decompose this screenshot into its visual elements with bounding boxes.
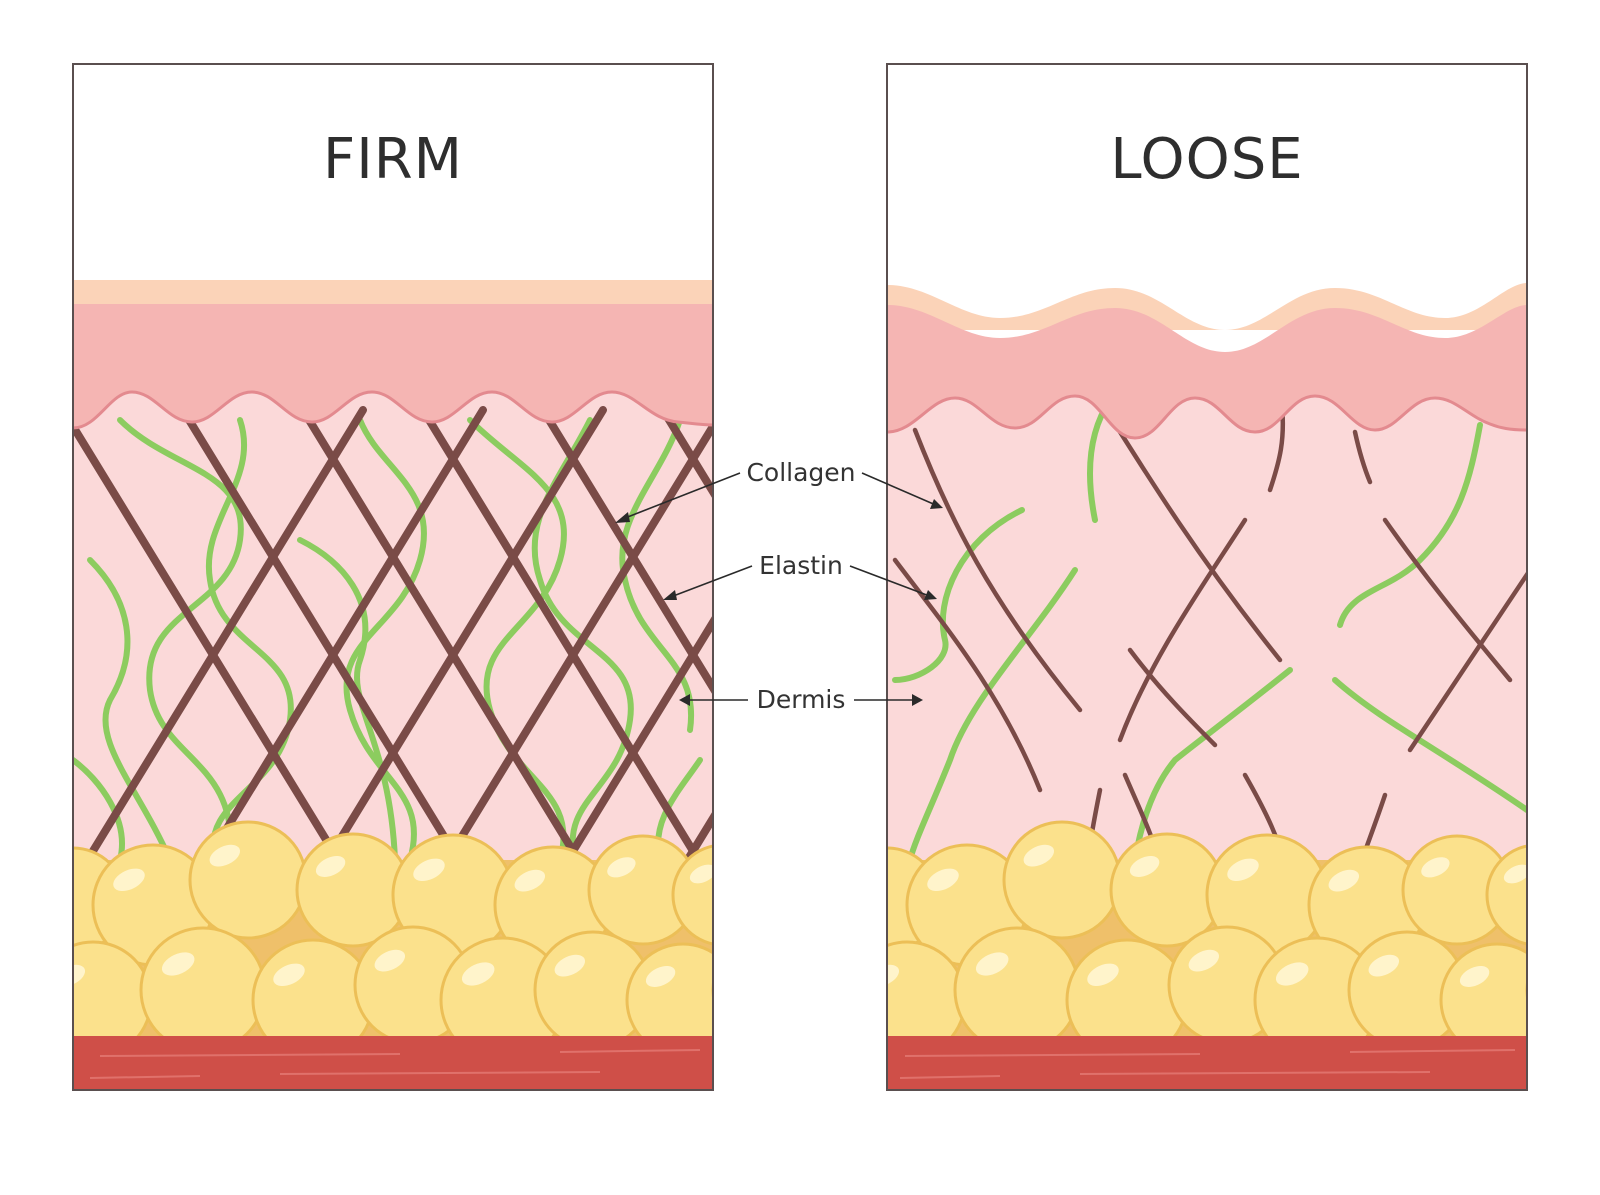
fat-cell-highlight (849, 864, 882, 891)
fat-cell (953, 926, 1081, 1054)
elastin-fiber (73, 757, 125, 863)
fat-cell-highlight (645, 965, 676, 987)
collagen-arrowhead-left (615, 512, 630, 523)
collagen-fiber (1407, 570, 1527, 753)
fat-cell-highlight (727, 956, 759, 982)
collagen-arrowhead-right (930, 499, 943, 509)
dermis-arrowhead-right (912, 694, 923, 706)
fat-cell (711, 977, 713, 1003)
fat-cell-highlight (315, 855, 346, 877)
firm-fat-cells (35, 820, 759, 1064)
collagen-fiber (1352, 429, 1373, 485)
fat-cell-highlight (607, 857, 636, 878)
elastin-arrowhead-right (924, 590, 937, 600)
fat-cell-highlight (1459, 965, 1490, 987)
dermis-label: Dermis (757, 685, 846, 714)
loose-fat-cells (849, 820, 1573, 1064)
elastin-fiber (892, 507, 1025, 683)
firm-muscle-streaks (89, 1049, 701, 1079)
elastin-pointer-right (849, 565, 933, 598)
elastin-fiber (467, 417, 567, 863)
firm-panel-border (72, 63, 714, 1091)
fat-cell (1485, 844, 1527, 946)
collagen-pointer-right (861, 472, 939, 507)
fat-cell-highlight (374, 949, 406, 972)
fat-cell-highlight (1129, 855, 1160, 877)
callout-annotations: Collagen Elastin Dermis (615, 458, 943, 714)
collagen-pointer-left (619, 472, 741, 521)
collagen-fiber (179, 406, 487, 904)
fat-cell-highlight (35, 864, 68, 891)
fat-cell-highlight (1023, 844, 1055, 867)
fat-cell-highlight (1275, 962, 1309, 986)
collagen-fiber (912, 427, 1083, 713)
fat-cell (139, 926, 267, 1054)
fat-cell-highlight (514, 869, 546, 892)
collagen-fiber (539, 614, 713, 904)
fat-cell-highlight (1328, 869, 1360, 892)
fat-cell (1002, 820, 1122, 940)
collagen-fiber (299, 406, 607, 904)
collagen-fiber (419, 418, 713, 904)
fat-cell-highlight (73, 964, 86, 987)
firm-muscle-layer (73, 1036, 713, 1090)
collagen-fiber (1117, 517, 1248, 743)
firm-title: FIRM (323, 127, 463, 192)
elastin-fiber (1337, 422, 1483, 628)
loose-title: LOOSE (1110, 127, 1303, 192)
firm-dermal-junction (73, 390, 713, 430)
firm-stratum-corneum (73, 280, 713, 306)
elastin-fiber (205, 417, 294, 863)
elastin-fiber (907, 567, 1078, 863)
loose-muscle-layer (887, 1036, 1527, 1090)
elastin-fiber (619, 417, 695, 733)
fat-cell-highlight (1188, 949, 1220, 972)
fat-cell-highlight (975, 952, 1009, 976)
fat-cell-highlight (1087, 963, 1119, 987)
loose-dermis-layer (887, 380, 1527, 900)
fat-cell (1525, 977, 1527, 1003)
elastin-fiber (1332, 677, 1527, 813)
elastin-pointer-left (667, 565, 753, 599)
elastin-arrowhead-left (663, 590, 677, 600)
fat-cell (671, 844, 713, 946)
fat-cell-highlight (689, 864, 713, 884)
loose-muscle-streaks (899, 1049, 1516, 1079)
collagen-label: Collagen (746, 458, 855, 487)
fat-cell-highlight (461, 962, 495, 986)
fat-cell-highlight (273, 963, 305, 987)
fat-cell-highlight (161, 952, 195, 976)
fat-cell-highlight (1368, 954, 1400, 977)
fat-cell-highlight (1541, 956, 1573, 982)
collagen-fiber (73, 406, 367, 892)
loose-panel-border (886, 63, 1528, 1091)
fat-cell-highlight (554, 954, 586, 977)
elastin-fiber (87, 557, 173, 863)
elastin-fiber (1132, 667, 1293, 863)
fat-cell (188, 820, 308, 940)
loose-epidermis-layer (887, 305, 1527, 438)
dermis-arrowhead-left (679, 694, 690, 706)
loose-skin-panel: LOOSE (849, 63, 1573, 1091)
elastin-fiber (117, 417, 244, 863)
fat-cell-highlight (1227, 858, 1259, 882)
firm-collagen-fibers (73, 406, 713, 904)
fat-cell-highlight (887, 964, 900, 987)
collagen-fiber (1382, 517, 1513, 683)
fat-cell-highlight (113, 868, 145, 892)
fat-cell-highlight (413, 858, 445, 882)
fat-cell-highlight (1421, 857, 1450, 878)
loose-dermal-junction (887, 394, 1527, 440)
elastin-label: Elastin (759, 551, 843, 580)
fat-cell-highlight (209, 844, 241, 867)
fat-cell-highlight (1503, 864, 1527, 884)
fat-cell-highlight (927, 868, 959, 892)
collagen-fiber (892, 557, 1043, 793)
firm-skin-panel: FIRM (35, 63, 759, 1091)
collagen-fiber (1127, 647, 1218, 748)
